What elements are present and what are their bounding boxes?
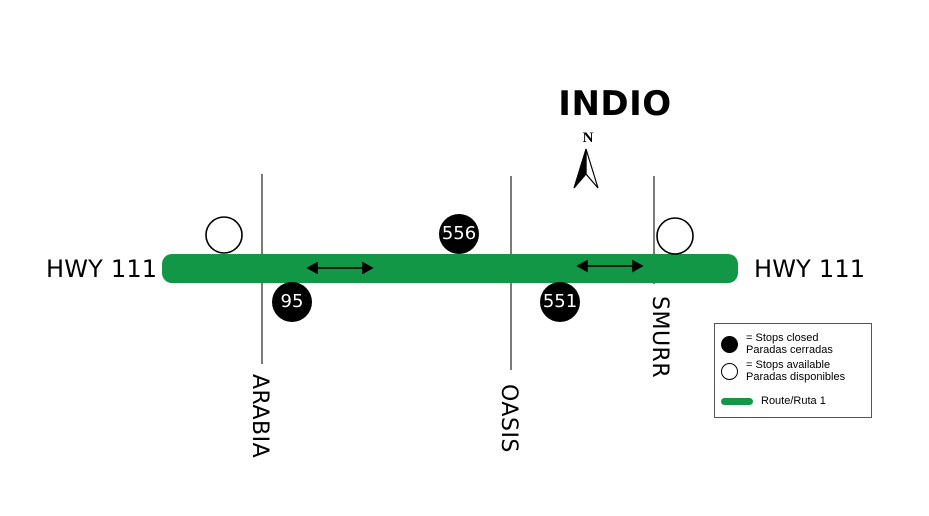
stop-available-arabia: [205, 216, 243, 254]
stop-closed-95: [272, 282, 312, 322]
stop-number-95: 95: [280, 291, 304, 312]
map-legend: = Stops closed Paradas cerradas = Stops …: [714, 323, 872, 418]
highway-label-right: HWY 111: [754, 255, 866, 283]
street-label-arabia: ARABIA: [247, 374, 272, 459]
route-swatch-icon: [721, 397, 753, 405]
direction-arrow-icon: [306, 261, 374, 275]
stop-closed-icon: [721, 335, 738, 353]
street-label-oasis: OASIS: [496, 384, 521, 453]
legend-closed-en: = Stops closed: [746, 332, 819, 344]
direction-arrow-icon: [576, 259, 644, 273]
legend-route: Route/Ruta 1: [761, 395, 826, 407]
stop-available-icon: [721, 362, 738, 380]
legend-closed-es: Paradas cerradas: [746, 344, 833, 356]
route-1-line: [162, 254, 738, 283]
north-arrow-icon: [573, 148, 599, 189]
legend-available-en: = Stops available: [746, 359, 831, 371]
highway-label-left: HWY 111: [46, 255, 158, 283]
stop-number-551: 551: [542, 291, 578, 312]
stop-number-556: 556: [441, 223, 477, 244]
legend-available-es: Paradas disponibles: [746, 371, 846, 383]
north-label: N: [582, 130, 594, 146]
stop-available-smurr: [656, 217, 694, 255]
city-title: INDIO: [558, 84, 672, 124]
street-label-smurr: SMURR: [647, 296, 672, 379]
stop-closed-551: [540, 282, 580, 322]
stop-closed-556: [439, 214, 479, 254]
